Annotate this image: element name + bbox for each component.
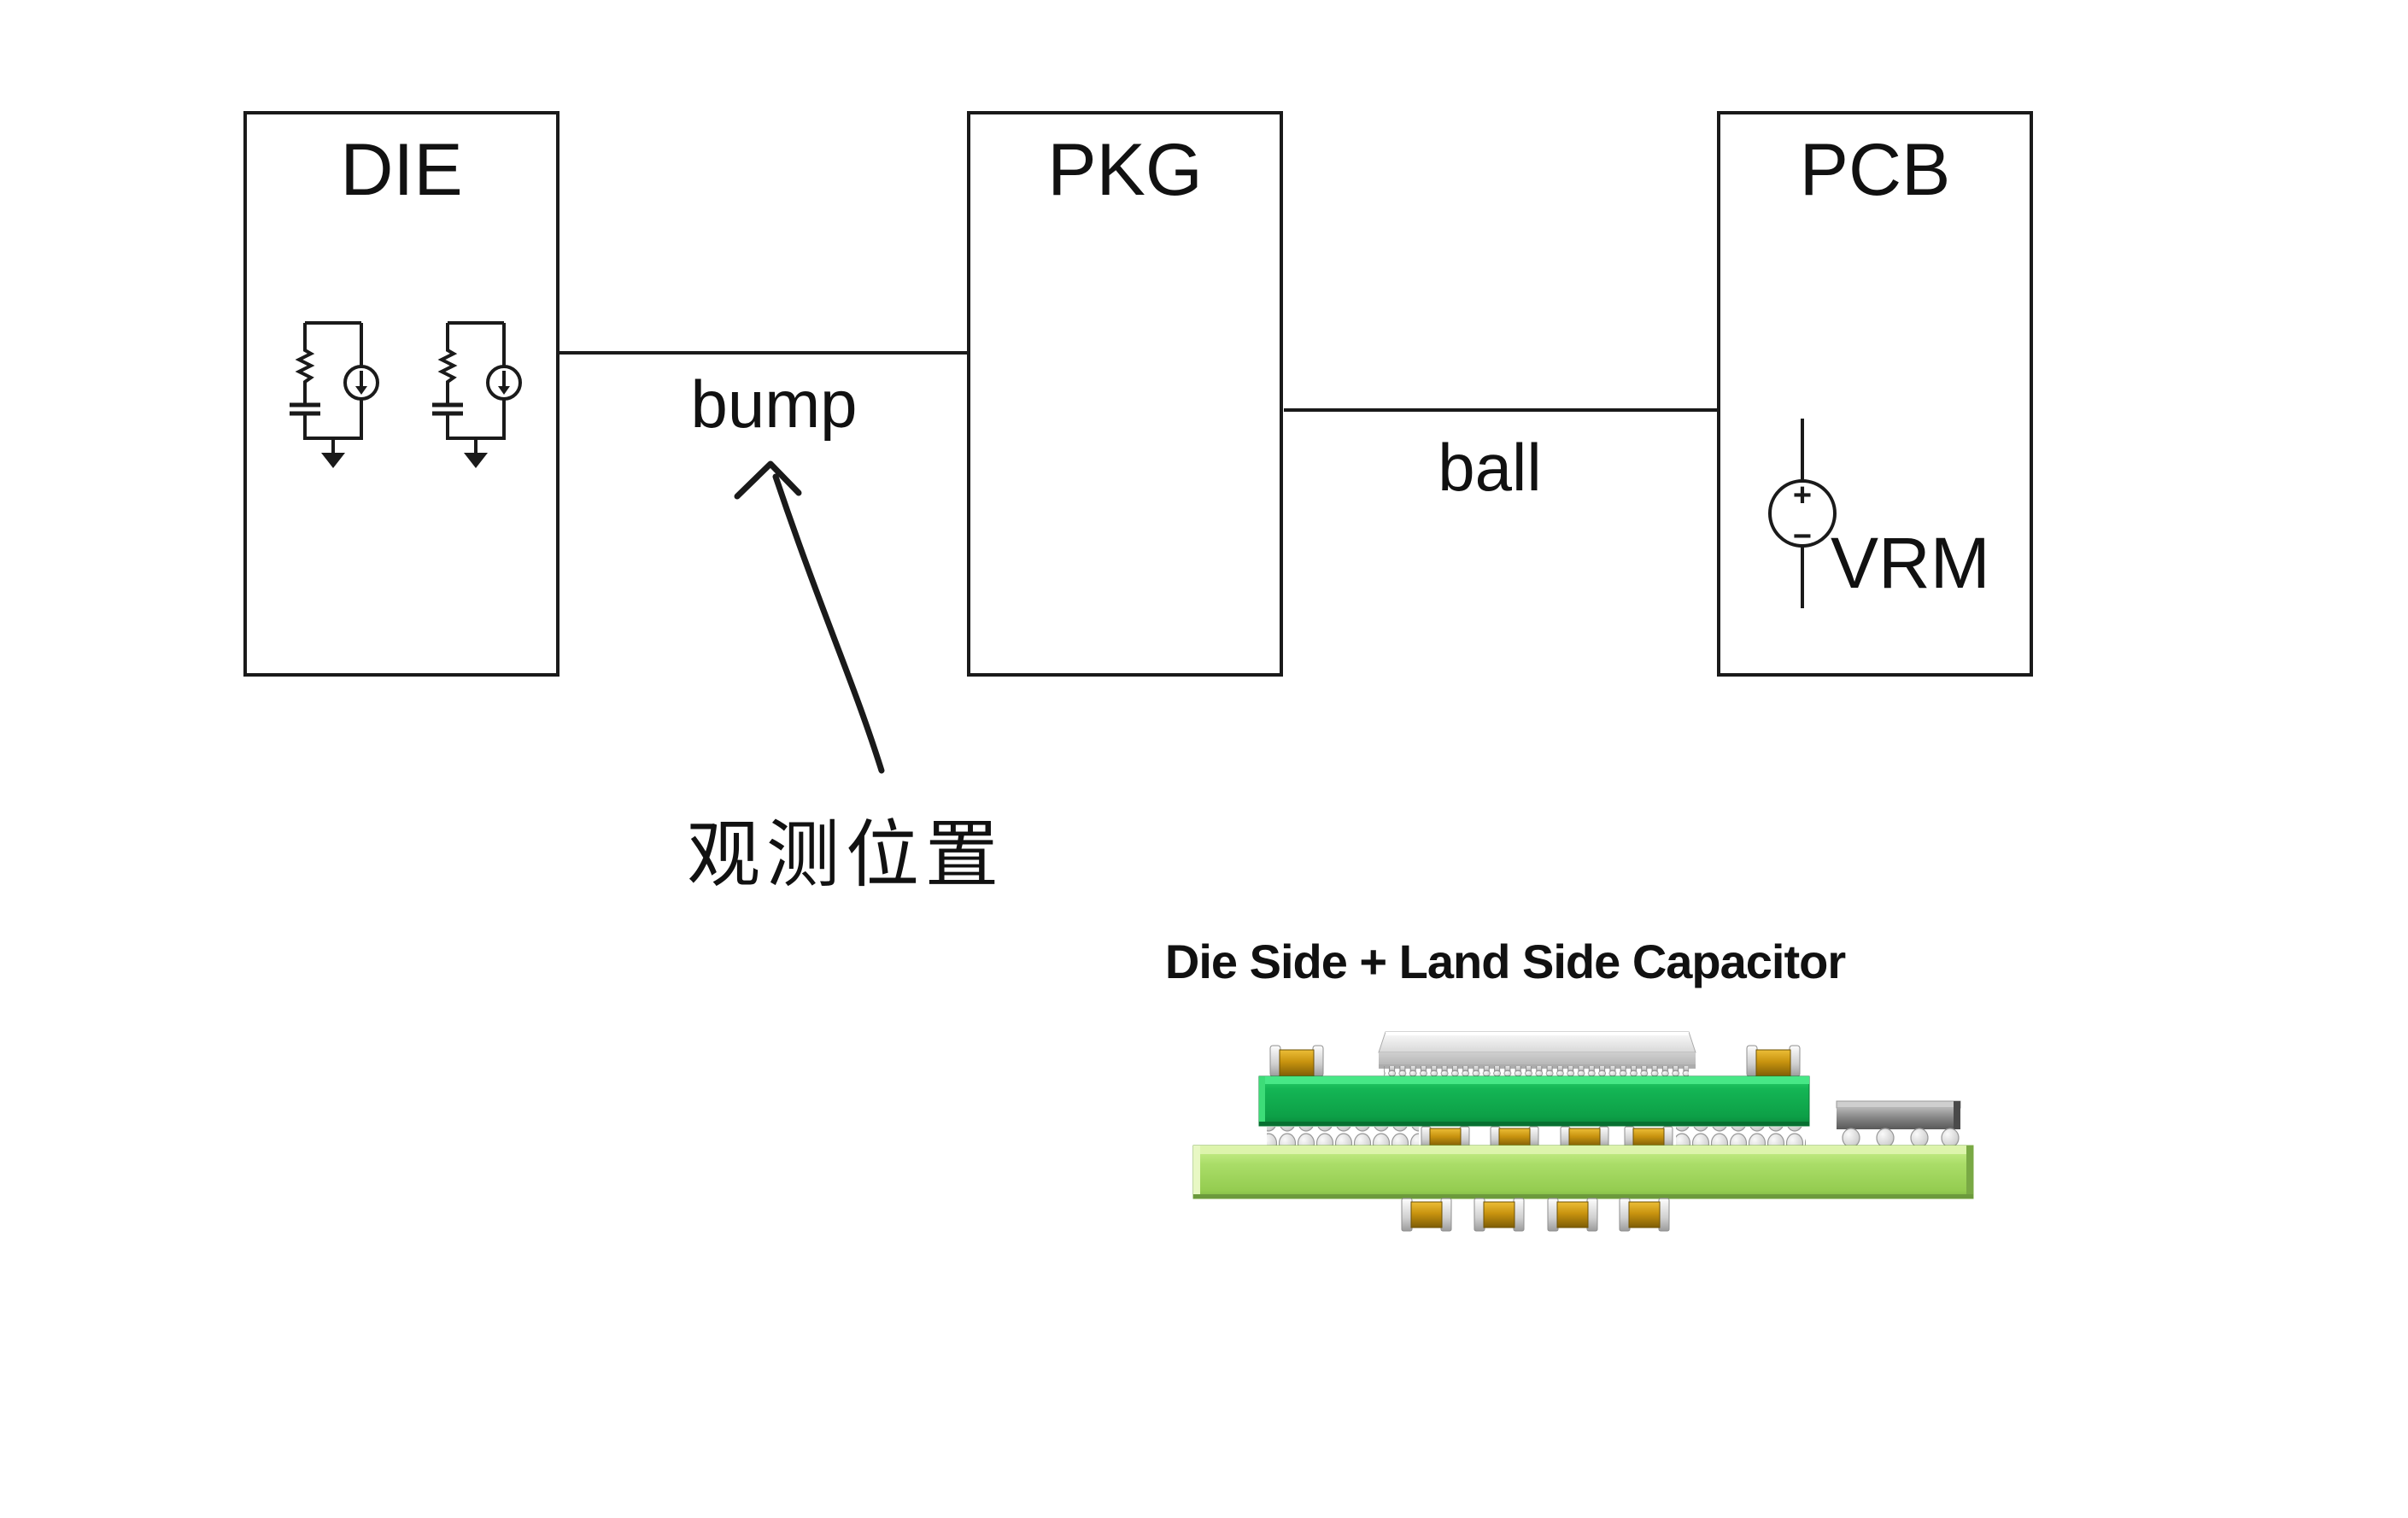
die-load-cell-1-icon <box>290 323 378 468</box>
die-side-capacitor-left <box>1269 1045 1324 1077</box>
package-illustration <box>1192 1031 1974 1232</box>
vrm-source-icon: + − <box>1768 419 1837 608</box>
ball-connection-label: ball <box>1438 430 1542 505</box>
observe-arrow-icon <box>734 460 885 774</box>
pcb-board <box>1192 1145 1974 1199</box>
silicon-die <box>1378 1031 1696 1069</box>
vrm-minus-sign: − <box>1793 519 1812 554</box>
discrete-chip <box>1836 1100 1961 1148</box>
pkg-box: PKG <box>967 111 1283 677</box>
vrm-label: VRM <box>1831 523 1990 603</box>
die-load-cell-2-icon <box>432 323 520 468</box>
die-side-capacitor-right <box>1746 1045 1801 1077</box>
pcb-box: PCB <box>1717 111 2033 677</box>
package-substrate <box>1258 1075 1810 1127</box>
land-side-capacitors <box>1421 1126 1673 1149</box>
die-box-label: DIE <box>340 129 463 211</box>
die-box: DIE <box>243 111 560 677</box>
illustration-title: Die Side + Land Side Capacitor <box>1164 935 1846 988</box>
vrm-plus-sign: + <box>1793 478 1812 513</box>
bottom-side-capacitors <box>1401 1198 1670 1232</box>
pkg-box-label: PKG <box>1047 129 1203 211</box>
pcb-box-label: PCB <box>1799 129 1951 211</box>
bump-connection-label: bump <box>690 366 858 442</box>
observation-point-annotation: 观测位置 <box>687 812 1005 898</box>
micro-bump-row <box>1384 1066 1689 1079</box>
